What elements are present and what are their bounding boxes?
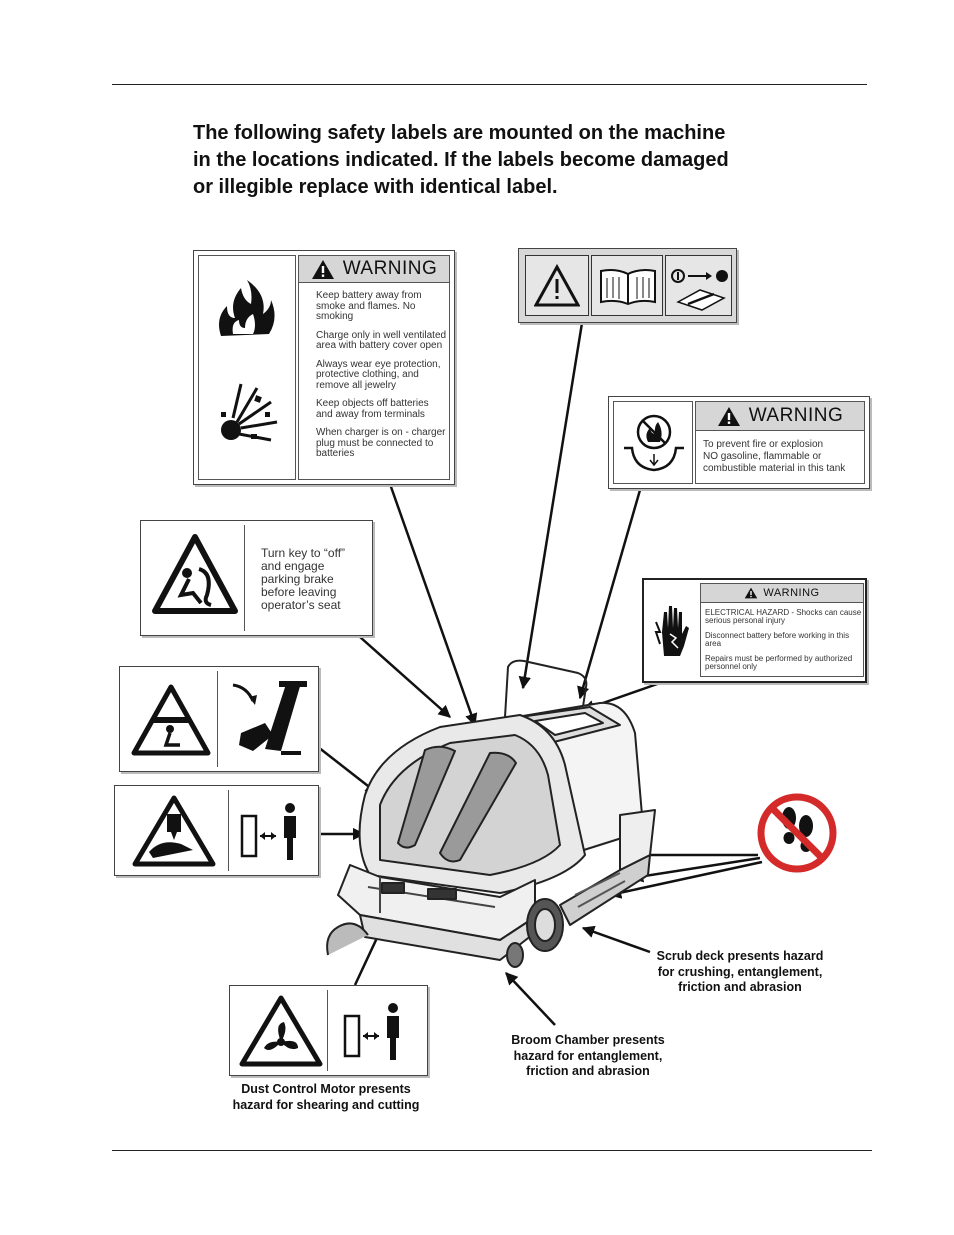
arrow-key-label — [359, 636, 451, 718]
caution-triangle-icon — [534, 264, 580, 307]
dust-control-line-1: Dust Control Motor presents — [241, 1082, 411, 1096]
electrical-item-1: ELECTRICAL HAZARD - Shocks can cause ser… — [705, 608, 862, 625]
battery-hazard-icons — [198, 255, 296, 480]
no-step-icon — [757, 793, 837, 873]
scrubber-machine-illustration — [326, 659, 656, 968]
arrow-no-step-2 — [630, 856, 761, 883]
broom-chamber-line-3: friction and abrasion — [526, 1064, 650, 1078]
warning-triangle-icon — [745, 587, 758, 599]
electric-shock-hand-icon — [654, 606, 689, 656]
parking-brake-label: Turn key to “off” and engage parking bra… — [140, 520, 373, 636]
keep-clear-icon-cell — [230, 790, 314, 871]
dust-control-caption: Dust Control Motor presents hazard for s… — [212, 1082, 440, 1113]
arrow-scrub-deck — [581, 925, 651, 954]
electrical-hazard-label: WARNING ELECTRICAL HAZARD - Shocks can c… — [642, 578, 867, 683]
manual-cell-1 — [525, 255, 589, 316]
hand-crush-icon — [132, 795, 216, 867]
arrow-manual-label — [518, 322, 584, 690]
electrical-warning-text: ELECTRICAL HAZARD - Shocks can cause ser… — [705, 609, 865, 671]
shock-icon-cell — [648, 584, 696, 677]
battery-text-panel — [298, 283, 450, 480]
pinch-icon-cell-2 — [219, 671, 314, 767]
battery-warning-label: WARNING Keep battery away from smoke and… — [193, 250, 455, 485]
fuel-warning-text: To prevent fire or explosion NO gasoline… — [703, 439, 865, 475]
electrical-warning-word: WARNING — [763, 587, 820, 599]
battery-item-3: Always wear eye protection, protective c… — [316, 358, 441, 391]
manual-cell-3 — [665, 255, 732, 316]
fuel-text-panel — [695, 431, 865, 484]
key-line-1: Turn key to “off” — [261, 546, 346, 560]
bottom-rule — [112, 1150, 872, 1151]
fan-icon-cell — [234, 990, 328, 1071]
battery-warning-word: WARNING — [342, 258, 438, 279]
fan-keep-clear-cell — [329, 990, 423, 1071]
intro-line-1: The following safety labels are mounted … — [193, 122, 726, 144]
battery-warning-text: Keep battery away from smoke and flames.… — [316, 290, 448, 468]
scrub-deck-line-2: for crushing, entanglement, — [657, 964, 823, 979]
electrical-item-2: Disconnect battery before working in thi… — [705, 631, 850, 648]
battery-item-1: Keep battery away from smoke and flames.… — [316, 290, 422, 322]
warning-triangle-icon — [311, 259, 334, 279]
top-rule — [112, 84, 867, 85]
scrub-deck-line-3: friction and abrasion — [678, 980, 802, 994]
flame-icon — [219, 280, 275, 336]
arrow-pinch-label — [317, 746, 378, 794]
warning-triangle-icon — [717, 406, 740, 426]
battery-item-2: Charge only in well ventilated area with… — [316, 329, 447, 351]
fuel-tank-warning-label: WARNING To prevent fire or explosion NO … — [608, 396, 870, 489]
explosion-icon — [221, 383, 278, 442]
arrow-fuel-label — [577, 489, 642, 700]
key-line-4: before leaving — [261, 585, 337, 599]
fuel-line-3: combustible material in this tank — [703, 463, 846, 474]
fuel-icon-cell — [613, 401, 693, 484]
fuel-line-2: NO gasoline, flammable or — [703, 451, 822, 462]
electrical-item-3: Repairs must be performed by authorized … — [705, 654, 853, 671]
keep-distance-icon — [240, 803, 296, 860]
fuel-warning-word: WARNING — [748, 405, 844, 426]
arrow-battery-label — [388, 483, 478, 727]
crush-keep-clear-label — [114, 785, 319, 876]
fuel-line-1: To prevent fire or explosion — [703, 439, 824, 450]
parking-brake-text: Turn key to “off” and engage parking bra… — [261, 547, 371, 612]
battery-warning-header: WARNING — [298, 255, 450, 283]
arrow-broom-chamber — [505, 972, 556, 1026]
no-fire-tank-icon — [624, 414, 684, 472]
arrow-no-step-3 — [608, 860, 763, 899]
seat-hazard-icon-cell — [145, 525, 245, 631]
book-icon — [600, 269, 656, 306]
scrub-deck-caption: Scrub deck presents hazard for crushing,… — [630, 949, 850, 996]
manual-cell-2 — [591, 255, 663, 316]
pinch-icon-cell-1 — [124, 671, 218, 767]
key-line-2: and engage — [261, 559, 325, 573]
key-line-3: parking brake — [261, 572, 334, 586]
fan-blade-icon — [239, 995, 323, 1067]
broom-chamber-line-2: hazard for entanglement, — [513, 1048, 663, 1063]
hand-crush-lid-icon — [232, 681, 307, 755]
broom-chamber-caption: Broom Chamber presents hazard for entang… — [478, 1033, 698, 1080]
crush-person-icon — [131, 684, 211, 756]
key-line-5: operator’s seat — [261, 598, 341, 612]
dust-control-line-2: hazard for shearing and cutting — [232, 1097, 420, 1112]
electrical-warning-header: WARNING — [700, 583, 864, 603]
pinch-hazard-label — [119, 666, 319, 772]
intro-line-3: or illegible replace with identical labe… — [193, 176, 558, 198]
battery-item-5: When charger is on - charger plug must b… — [316, 427, 446, 459]
electrical-text-panel — [700, 603, 864, 677]
key-off-service-icon — [671, 269, 728, 311]
crush-icon-cell — [119, 790, 229, 871]
scrub-deck-line-1: Scrub deck presents hazard — [656, 949, 824, 963]
intro-line-2: in the locations indicated. If the label… — [193, 149, 729, 171]
falling-from-seat-icon — [152, 534, 238, 614]
battery-item-4: Keep objects off batteries and away from… — [316, 398, 429, 420]
read-manual-label — [518, 248, 737, 323]
broom-chamber-line-1: Broom Chamber presents — [511, 1033, 665, 1047]
keep-distance-icon — [343, 1003, 399, 1060]
fan-hazard-label — [229, 985, 428, 1076]
fuel-warning-header: WARNING — [695, 401, 865, 431]
intro-text: The following safety labels are mounted … — [193, 120, 813, 201]
